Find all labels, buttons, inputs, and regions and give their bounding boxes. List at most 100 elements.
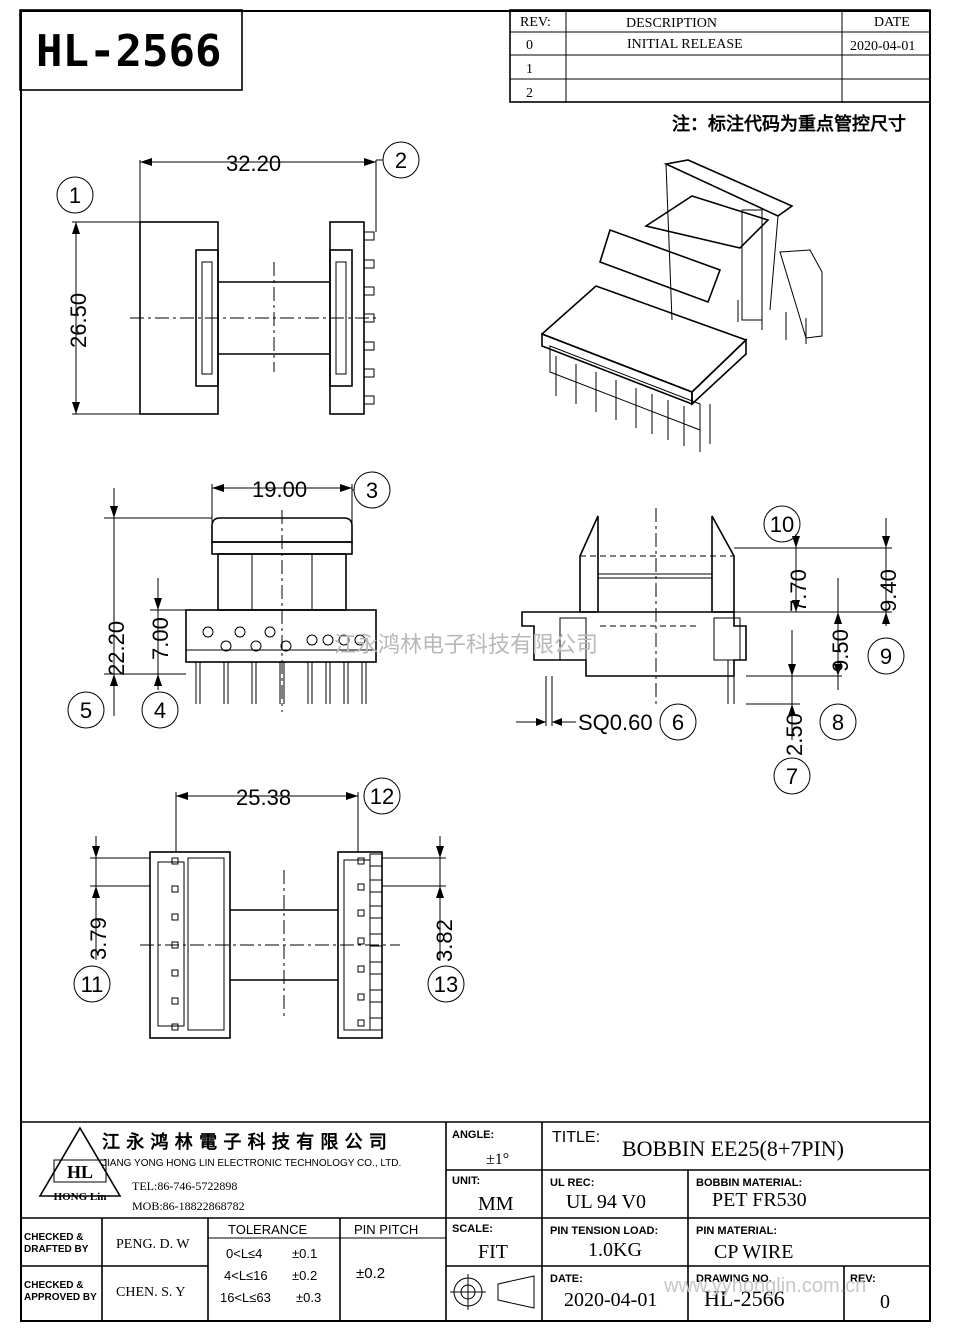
balloon-2: 2 bbox=[376, 141, 420, 179]
company-name-cn: 江 永 鸿 林 電 子 科 技 有 限 公 司 bbox=[102, 1131, 387, 1153]
dim-3-79: 3.79 bbox=[86, 917, 111, 960]
watermark-cn: 江永鸿林电子科技有限公司 bbox=[334, 633, 598, 658]
svg-text:12: 12 bbox=[370, 784, 394, 809]
balloon-1: 1 bbox=[56, 176, 94, 214]
projection-symbol bbox=[450, 1274, 535, 1310]
tension-value: 1.0KG bbox=[588, 1239, 642, 1261]
svg-text:2: 2 bbox=[395, 148, 407, 173]
checked-drafted-label-1: CHECKED & bbox=[24, 1232, 83, 1243]
drawing-number-value: HL-2566 bbox=[704, 1286, 785, 1311]
tolerance-range-0: 0<L≤4 bbox=[226, 1246, 262, 1261]
dim-22-20: 22.20 bbox=[104, 621, 129, 676]
balloon-8: 8 bbox=[819, 703, 857, 741]
balloon-3: 3 bbox=[352, 471, 391, 509]
material-value: PET FR530 bbox=[712, 1189, 807, 1211]
svg-text:3: 3 bbox=[366, 478, 378, 503]
tolerance-value-1: ±0.2 bbox=[292, 1268, 317, 1283]
dim-7-00: 7.00 bbox=[148, 617, 173, 660]
dim-sq0-60: SQ0.60 bbox=[578, 710, 653, 735]
part-number: HL-2566 bbox=[36, 26, 221, 77]
dim-25-38: 25.38 bbox=[236, 785, 291, 810]
rev-row-2-rev: 2 bbox=[526, 86, 533, 101]
ul-value: UL 94 V0 bbox=[566, 1191, 646, 1213]
company-name-en: JIANG YONG HONG LIN ELECTRONIC TECHNOLOG… bbox=[102, 1158, 401, 1169]
angle-label: ANGLE: bbox=[452, 1129, 494, 1141]
date-label: DATE: bbox=[550, 1273, 583, 1285]
balloon-13: 13 bbox=[427, 965, 465, 1003]
balloon-6: 6 bbox=[659, 703, 697, 741]
rev-row-0-rev: 0 bbox=[526, 38, 533, 53]
svg-text:HL: HL bbox=[67, 1162, 93, 1182]
pin-material-label: PIN MATERIAL: bbox=[696, 1225, 777, 1237]
unit-value: MM bbox=[478, 1193, 514, 1215]
date-header: DATE bbox=[874, 15, 910, 30]
svg-text:9: 9 bbox=[880, 644, 892, 669]
front-view: 19.00 bbox=[104, 477, 377, 716]
svg-text:HONG Lin: HONG Lin bbox=[54, 1191, 107, 1203]
balloon-7: 7 bbox=[773, 757, 811, 795]
material-label: BOBBIN MATERIAL: bbox=[696, 1177, 802, 1189]
dim-7-70: 7.70 bbox=[786, 569, 811, 612]
balloon-10: 10 bbox=[763, 505, 801, 543]
checked-approved-label-1: CHECKED & bbox=[24, 1280, 83, 1291]
control-note: 注：标注代码为重点管控尺寸 bbox=[672, 113, 906, 135]
checked-approved-label-2: APPROVED BY bbox=[24, 1292, 97, 1303]
title-value: BOBBIN EE25(8+7PIN) bbox=[622, 1136, 844, 1161]
balloon-5: 5 bbox=[67, 691, 105, 729]
scale-label: SCALE: bbox=[452, 1223, 493, 1235]
drawing-frame bbox=[20, 10, 931, 1322]
watermark-url: www.yyhonglin.com.cn bbox=[663, 1275, 866, 1297]
description-header: DESCRIPTION bbox=[626, 16, 717, 31]
balloon-9: 9 bbox=[867, 637, 905, 675]
rev-row-0-description: INITIAL RELEASE bbox=[627, 37, 743, 52]
company-tel: TEL:86-746-5722898 bbox=[132, 1179, 237, 1193]
pin-material-value: CP WIRE bbox=[714, 1241, 793, 1263]
svg-text:4: 4 bbox=[154, 698, 166, 723]
ul-label: UL REC: bbox=[550, 1177, 594, 1189]
svg-text:5: 5 bbox=[80, 698, 92, 723]
tension-label: PIN TENSION LOAD: bbox=[550, 1225, 658, 1237]
tolerance-value-2: ±0.3 bbox=[296, 1290, 321, 1305]
side-view: SQ0.60 7.70 9.40 9.50 2.50 bbox=[516, 508, 901, 756]
rev-header: REV: bbox=[520, 15, 551, 30]
company-mob: MOB:86-18822868782 bbox=[132, 1199, 245, 1213]
top-view: 32.20 26.50 bbox=[66, 151, 380, 415]
dim-2-50: 2.50 bbox=[782, 713, 807, 756]
checked-drafted-label-2: DRAFTED BY bbox=[24, 1244, 89, 1255]
tolerance-range-2: 16<L≤63 bbox=[220, 1290, 271, 1305]
svg-text:6: 6 bbox=[672, 710, 684, 735]
revision-table: REV: DESCRIPTION DATE 0 INITIAL RELEASE … bbox=[509, 9, 931, 103]
balloons: 1 2 3 4 5 6 7 8 9 10 11 12 13 bbox=[56, 141, 905, 1003]
svg-text:1: 1 bbox=[69, 183, 81, 208]
rev-row-0-date: 2020-04-01 bbox=[850, 39, 915, 54]
drawing-number-label: DRAWING NO. bbox=[696, 1273, 772, 1285]
dim-32-20: 32.20 bbox=[226, 151, 281, 176]
svg-text:7: 7 bbox=[786, 764, 798, 789]
dim-3-82: 3.82 bbox=[432, 919, 457, 962]
dim-26-50: 26.50 bbox=[66, 293, 91, 348]
checked-approved-value: CHEN. S. Y bbox=[116, 1285, 186, 1300]
rev-row-1-rev: 1 bbox=[526, 62, 533, 77]
bottom-view: 25.38 3 bbox=[86, 785, 457, 1039]
tolerance-range-1: 4<L≤16 bbox=[224, 1268, 268, 1283]
part-number-box: HL-2566 bbox=[19, 9, 243, 91]
dim-9-50: 9.50 bbox=[828, 629, 853, 672]
svg-text:11: 11 bbox=[81, 972, 104, 997]
scale-value: FIT bbox=[478, 1241, 508, 1263]
tolerance-value-0: ±0.1 bbox=[292, 1246, 317, 1261]
svg-text:10: 10 bbox=[770, 512, 794, 537]
tolerance-label: TOLERANCE bbox=[228, 1222, 308, 1237]
company-logo: HL HONG Lin bbox=[38, 1126, 122, 1203]
unit-label: UNIT: bbox=[452, 1175, 480, 1187]
balloon-4: 4 bbox=[141, 691, 179, 729]
svg-text:8: 8 bbox=[832, 710, 844, 735]
rev-value: 0 bbox=[880, 1291, 890, 1313]
checked-drafted-value: PENG. D. W bbox=[116, 1237, 190, 1252]
date-value: 2020-04-01 bbox=[564, 1289, 657, 1311]
balloon-11: 11 bbox=[73, 965, 111, 1003]
balloon-12: 12 bbox=[363, 777, 401, 815]
dim-19-00: 19.00 bbox=[252, 477, 307, 502]
dim-9-40: 9.40 bbox=[876, 569, 901, 612]
title-label: TITLE: bbox=[552, 1129, 600, 1146]
